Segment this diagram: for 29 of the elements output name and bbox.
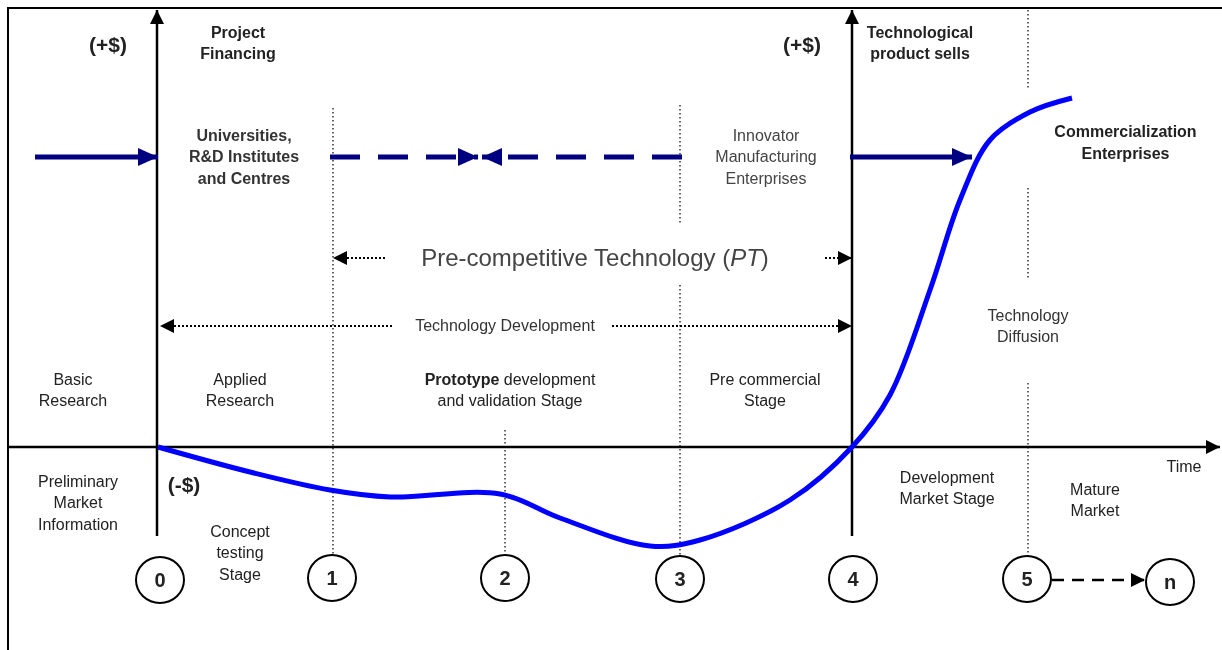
stage-label: Pre commercial Stage	[708, 369, 822, 412]
arrow	[330, 148, 478, 166]
money-sign-label: (+$)	[782, 32, 822, 58]
stage-number-circle: 4	[828, 555, 878, 603]
money-sign-label: (+$)	[88, 32, 128, 58]
arrow	[482, 148, 682, 166]
stage-number-circle: 1	[307, 554, 357, 602]
arrow	[850, 148, 972, 166]
arrow	[35, 148, 158, 166]
stage-label: Preliminary Market Information	[36, 471, 119, 535]
stage-label: Applied Research	[204, 369, 276, 412]
stage-number-circle: 3	[655, 555, 705, 603]
organization-label: Commercialization Enterprises	[972, 110, 1217, 176]
organization-label: Innovator Manufacturing Enterprises	[682, 112, 850, 202]
stage-label: Development Market Stage	[898, 467, 996, 510]
stage-number-circle: n	[1145, 558, 1195, 606]
arrow	[1052, 573, 1145, 587]
stage-label: Basic Research	[37, 369, 109, 412]
stage-label: Mature Market	[1069, 479, 1121, 522]
axis-label: Time	[1165, 457, 1203, 477]
money-sign-label: (-$)	[166, 472, 202, 498]
axis-label: Technological product sells	[865, 22, 975, 65]
stage-number-circle: 2	[480, 554, 530, 602]
stage-label: Prototype development and validation Stage	[423, 369, 597, 412]
stage-label: Concept testing Stage	[209, 521, 271, 585]
organization-label: Universities, R&D Institutes and Centres	[158, 112, 330, 202]
stage-number-circle: 5	[1002, 555, 1052, 603]
axis-label: Project Financing	[199, 22, 277, 65]
stage-number-circle: 0	[135, 556, 185, 604]
